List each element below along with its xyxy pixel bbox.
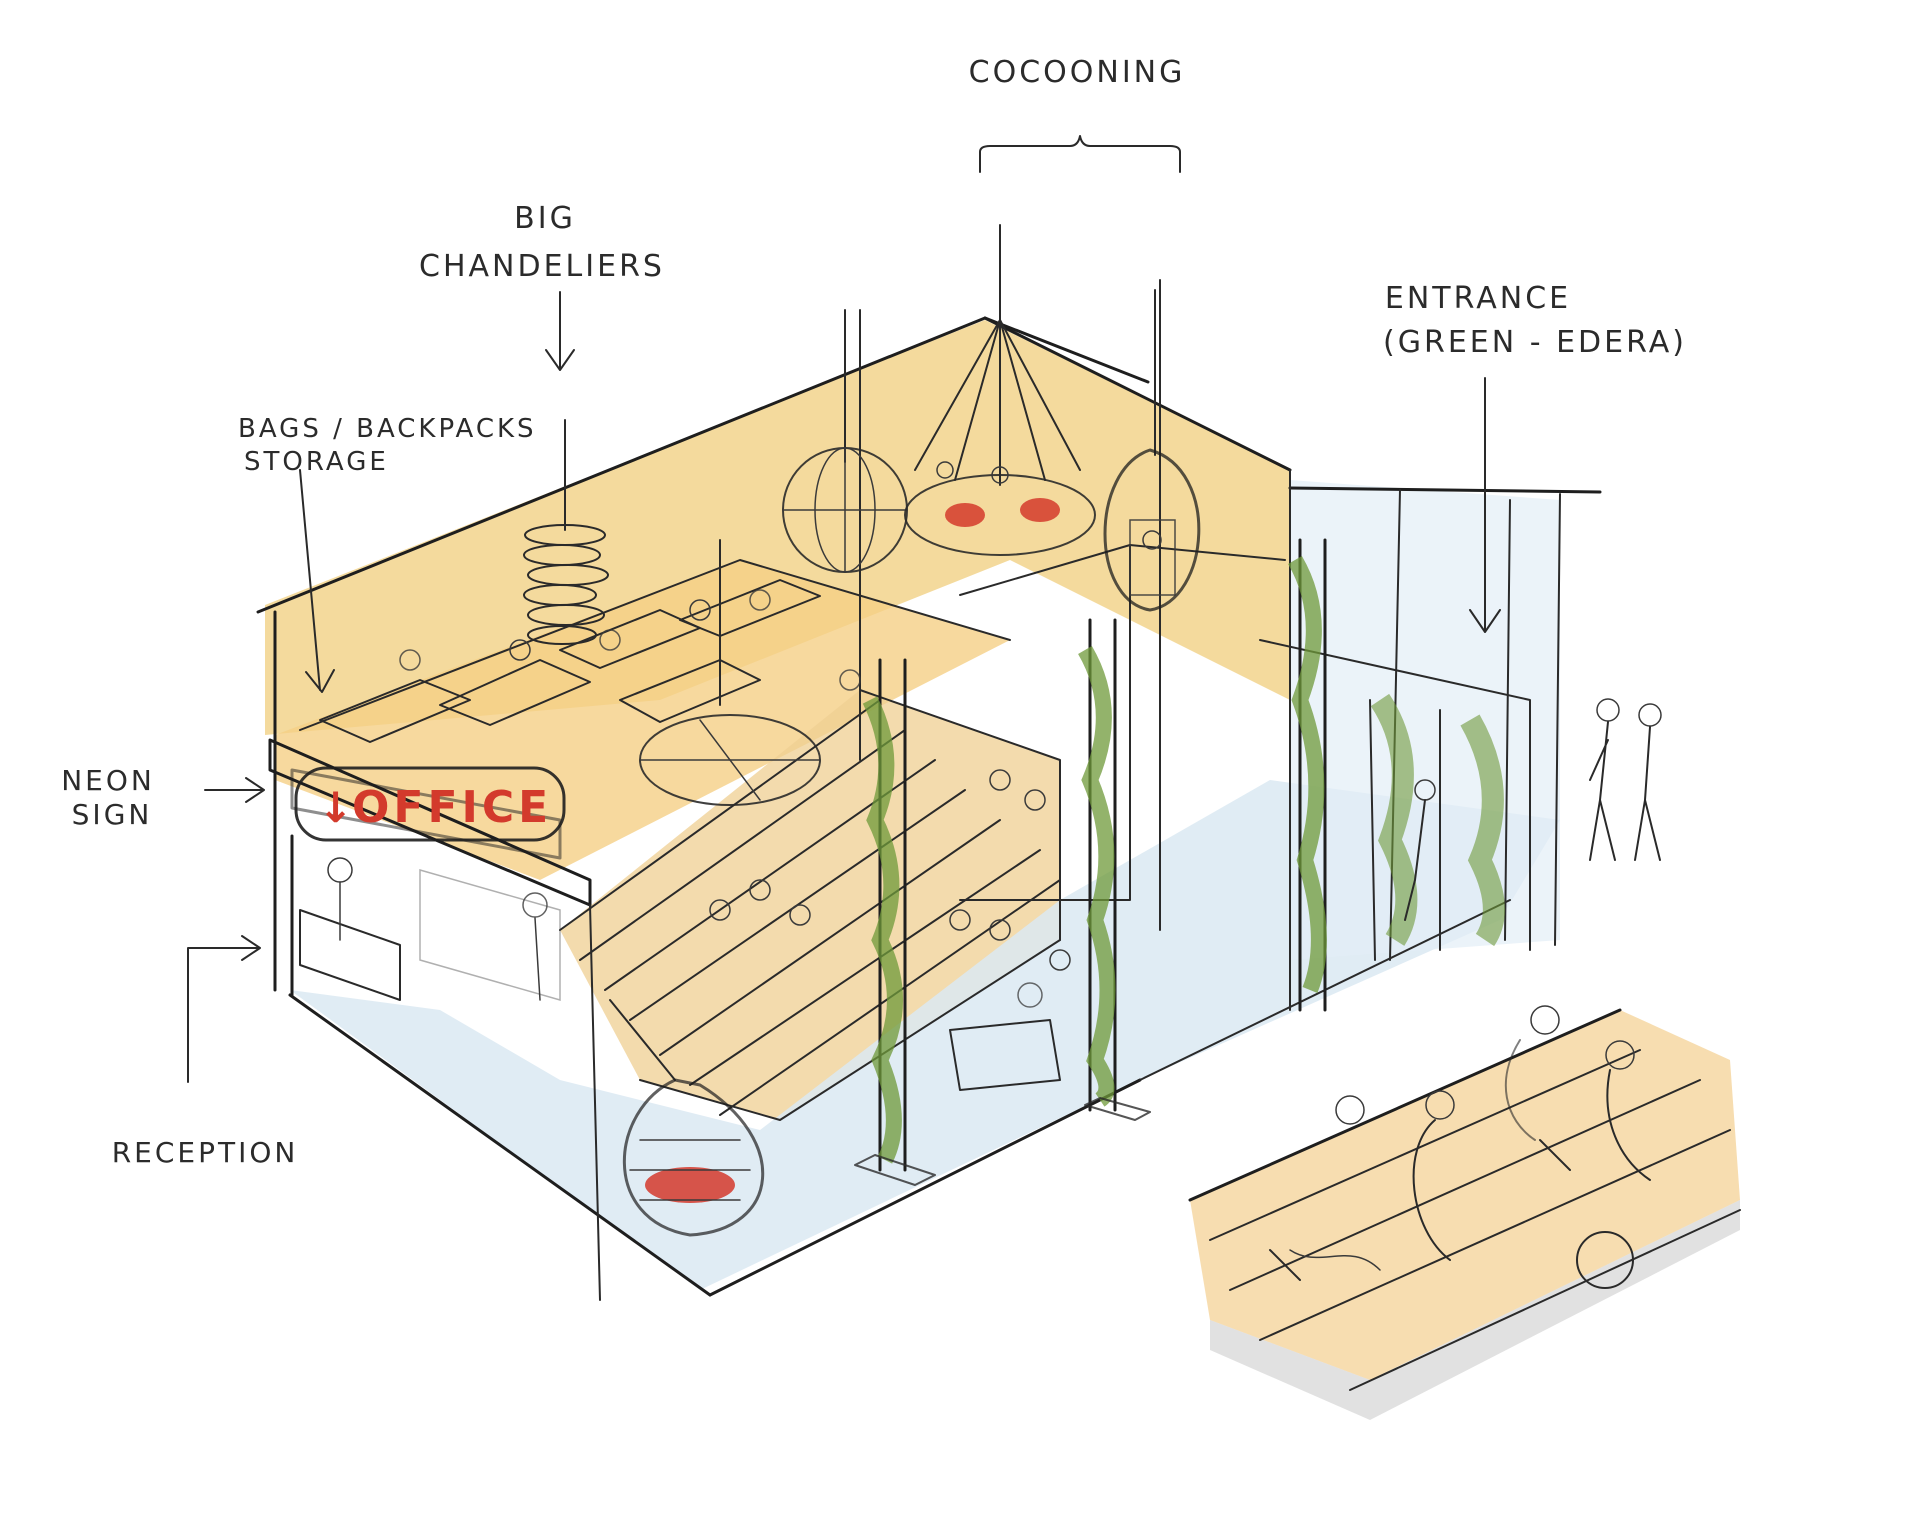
floor-wash <box>290 780 1560 1290</box>
hanging-basket-chair <box>609 999 765 1237</box>
annotation-marks <box>187 135 1501 1083</box>
label-chandeliers: CHANDELIERS <box>419 249 665 284</box>
stair-seating <box>559 689 1061 1121</box>
watercolor-washes <box>265 320 1740 1420</box>
annotation-labels: COCOONING BIG CHANDELIERS ENTRANCE (GREE… <box>61 55 1687 1169</box>
label-neon: NEON <box>61 764 155 797</box>
entrance-people <box>1404 698 1662 921</box>
entrance-wash <box>1290 480 1560 960</box>
neon-sign: ↓ OFFICE <box>290 766 566 860</box>
label-reception: RECEPTION <box>112 1136 299 1169</box>
label-entrance: ENTRANCE <box>1385 281 1571 316</box>
label-big: BIG <box>514 201 576 236</box>
neon-sign-arrow <box>204 777 265 803</box>
reception-arrow <box>187 935 261 1083</box>
chandelier-arrow <box>545 291 575 371</box>
green-columns <box>854 538 1505 1186</box>
seated-people <box>709 769 1071 1091</box>
bags-leader <box>299 469 335 693</box>
cocooning-nest <box>904 224 1096 556</box>
bench-vignette <box>1188 1005 1741 1391</box>
stacked-chandelier <box>523 419 609 645</box>
label-entrance-green: (GREEN - EDERA) <box>1383 325 1687 360</box>
label-bags: BAGS / BACKPACKS <box>238 414 537 444</box>
bench-wash <box>1190 1010 1740 1380</box>
reception-area <box>299 857 561 1001</box>
mezzanine-desks <box>319 579 861 743</box>
label-cocooning: COCOONING <box>969 55 1186 90</box>
entrance-arrow <box>1469 377 1501 633</box>
wicker-pod <box>1103 289 1201 612</box>
cocooning-brace <box>979 135 1181 173</box>
globe-chandelier <box>782 309 908 573</box>
disc-chandelier <box>639 539 821 806</box>
back-wall-wash <box>265 320 1290 735</box>
neon-sign-text: OFFICE <box>352 782 552 833</box>
neon-arrow: ↓ <box>318 783 357 832</box>
label-sign: SIGN <box>72 798 153 831</box>
label-storage: STORAGE <box>244 447 389 477</box>
